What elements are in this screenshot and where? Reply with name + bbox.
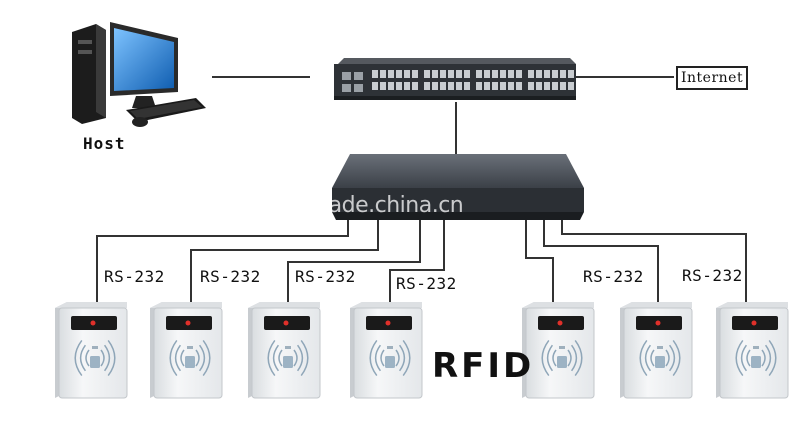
rs232-label-4: RS-232 [396,274,457,293]
desktop-computer-icon [72,22,206,127]
rfid-reader-icon [248,302,321,399]
rfid-reader-icon [350,302,423,399]
rs232-label-1: RS-232 [104,267,165,286]
rfid-reader-icon [716,302,789,399]
host-label: Host [83,134,126,153]
internet-label: Internet [676,66,749,90]
rfid-label: RFID [432,346,535,386]
rs232-label-7: RS-232 [682,266,743,285]
watermark-text: trade.china.cn [312,193,464,218]
connection-lines [96,76,747,312]
rfid-reader-icon [620,302,693,399]
hub-reader-2-link [190,220,379,312]
hub-reader-4-link [389,220,445,312]
rs232-label-3: RS-232 [295,267,356,286]
hub-reader-6-link [543,214,659,312]
rfid-reader-icon [522,302,595,399]
rfid-reader-icon [150,302,223,399]
rs232-label-6: RS-232 [583,267,644,286]
rfid-reader-icon [55,302,128,399]
rfid-readers [55,302,789,399]
hub-reader-5-link [525,214,554,312]
hub-reader-3-link [287,220,421,312]
rs232-label-2: RS-232 [200,267,261,286]
hub-reader-7-link [561,214,747,312]
network-switch-icon [334,58,576,100]
hub-reader-1-link [96,220,349,312]
network-hub-icon [332,154,584,220]
